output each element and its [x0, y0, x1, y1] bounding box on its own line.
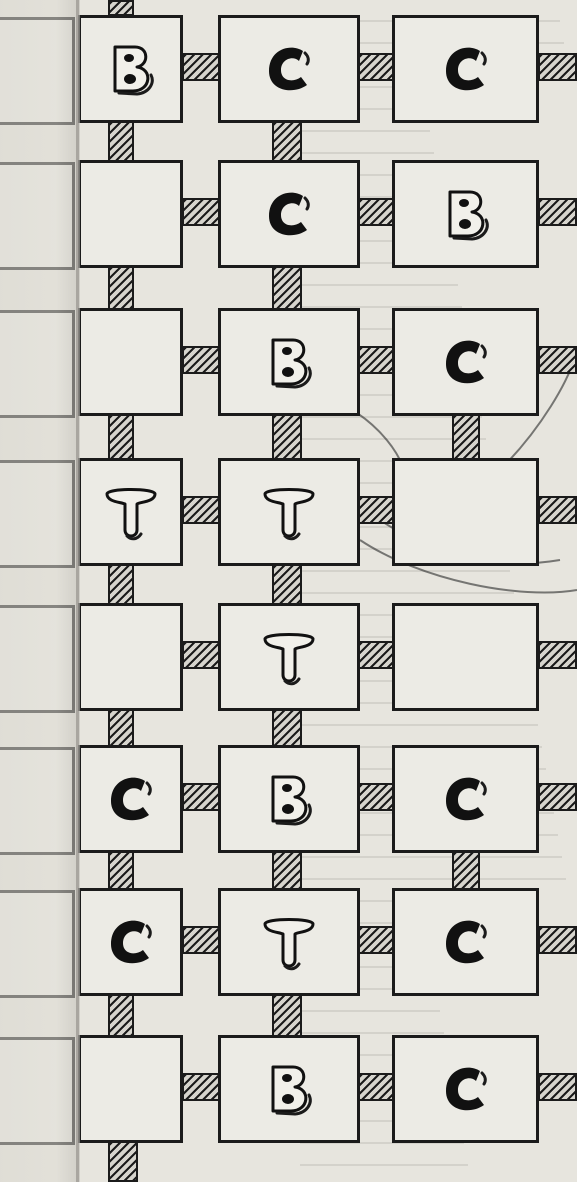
- c-letter-icon: [99, 767, 163, 831]
- partial-cell: [0, 890, 75, 998]
- partial-cell: [0, 17, 75, 125]
- partial-cell: [0, 310, 75, 418]
- horizontal-connector: [358, 346, 394, 374]
- partial-cell: [0, 162, 75, 270]
- partial-cell: [0, 747, 75, 855]
- grid-cell: [78, 160, 183, 268]
- vertical-connector: [452, 851, 480, 890]
- vertical-connector: [108, 414, 134, 460]
- b-letter-icon: [434, 182, 498, 246]
- vertical-connector: [452, 414, 480, 460]
- vertical-connector: [272, 994, 302, 1037]
- horizontal-connector: [358, 641, 394, 669]
- horizontal-connector: [358, 926, 394, 954]
- vertical-connector: [272, 851, 302, 890]
- grid-cell: [78, 745, 183, 853]
- horizontal-connector: [538, 53, 577, 81]
- horizontal-connector: [182, 926, 220, 954]
- horizontal-connector: [182, 53, 220, 81]
- horizontal-connector: [182, 496, 220, 524]
- grid-cell: [78, 15, 183, 123]
- horizontal-connector: [182, 1073, 220, 1101]
- vertical-connector: [108, 709, 134, 747]
- c-letter-icon: [434, 1057, 498, 1121]
- grid-cell: [218, 160, 360, 268]
- c-letter-icon: [257, 182, 321, 246]
- grid-cell: [392, 160, 539, 268]
- grid-cell: [78, 308, 183, 416]
- grid-cell: [218, 745, 360, 853]
- t-letter-icon: [99, 480, 163, 544]
- vertical-connector: [108, 851, 134, 890]
- horizontal-connector: [358, 198, 394, 226]
- grid-cell: [392, 308, 539, 416]
- vertical-connector: [108, 121, 134, 162]
- horizontal-connector: [358, 1073, 394, 1101]
- grid-cell: [78, 1035, 183, 1143]
- vertical-connector: [272, 266, 302, 310]
- vertical-connector: [272, 414, 302, 460]
- t-letter-icon: [257, 480, 321, 544]
- grid-cell: [218, 458, 360, 566]
- partial-cell: [0, 605, 75, 713]
- b-letter-icon: [257, 767, 321, 831]
- horizontal-connector: [182, 346, 220, 374]
- horizontal-connector: [358, 496, 394, 524]
- horizontal-connector: [538, 198, 577, 226]
- grid-cell: [78, 603, 183, 711]
- t-letter-icon: [257, 625, 321, 689]
- grid-cell: [218, 888, 360, 996]
- grid-cell: [392, 745, 539, 853]
- t-letter-icon: [257, 910, 321, 974]
- vertical-connector: [272, 709, 302, 747]
- horizontal-connector: [538, 783, 577, 811]
- vertical-connector: [272, 564, 302, 605]
- c-letter-icon: [434, 330, 498, 394]
- grid-cell: [218, 308, 360, 416]
- grid-cell: [392, 15, 539, 123]
- b-letter-icon: [99, 37, 163, 101]
- horizontal-connector: [538, 346, 577, 374]
- horizontal-connector: [182, 641, 220, 669]
- horizontal-connector: [538, 926, 577, 954]
- c-letter-icon: [99, 910, 163, 974]
- grid-cell: [392, 458, 539, 566]
- horizontal-connector: [538, 496, 577, 524]
- horizontal-connector: [182, 783, 220, 811]
- c-letter-icon: [434, 37, 498, 101]
- horizontal-connector: [538, 1073, 577, 1101]
- vertical-connector: [272, 121, 302, 162]
- grid-cell: [218, 1035, 360, 1143]
- horizontal-connector: [182, 198, 220, 226]
- b-letter-icon: [257, 1057, 321, 1121]
- grid-cell: [78, 458, 183, 566]
- vertical-connector: [108, 564, 134, 605]
- grid-cell: [218, 15, 360, 123]
- grid-cell: [392, 1035, 539, 1143]
- horizontal-connector: [358, 53, 394, 81]
- page-fold-line: [76, 0, 79, 1182]
- horizontal-connector: [358, 783, 394, 811]
- b-letter-icon: [257, 330, 321, 394]
- grid-cell: [78, 888, 183, 996]
- grid-cell: [392, 888, 539, 996]
- c-letter-icon: [434, 767, 498, 831]
- vertical-connector: [108, 994, 134, 1037]
- grid-cell: [392, 603, 539, 711]
- vertical-connector: [108, 1141, 138, 1182]
- horizontal-connector: [538, 641, 577, 669]
- vertical-connector: [108, 0, 134, 16]
- c-letter-icon: [434, 910, 498, 974]
- partial-cell: [0, 1037, 75, 1145]
- c-letter-icon: [257, 37, 321, 101]
- grid-cell: [218, 603, 360, 711]
- vertical-connector: [108, 266, 134, 310]
- partial-cell: [0, 460, 75, 568]
